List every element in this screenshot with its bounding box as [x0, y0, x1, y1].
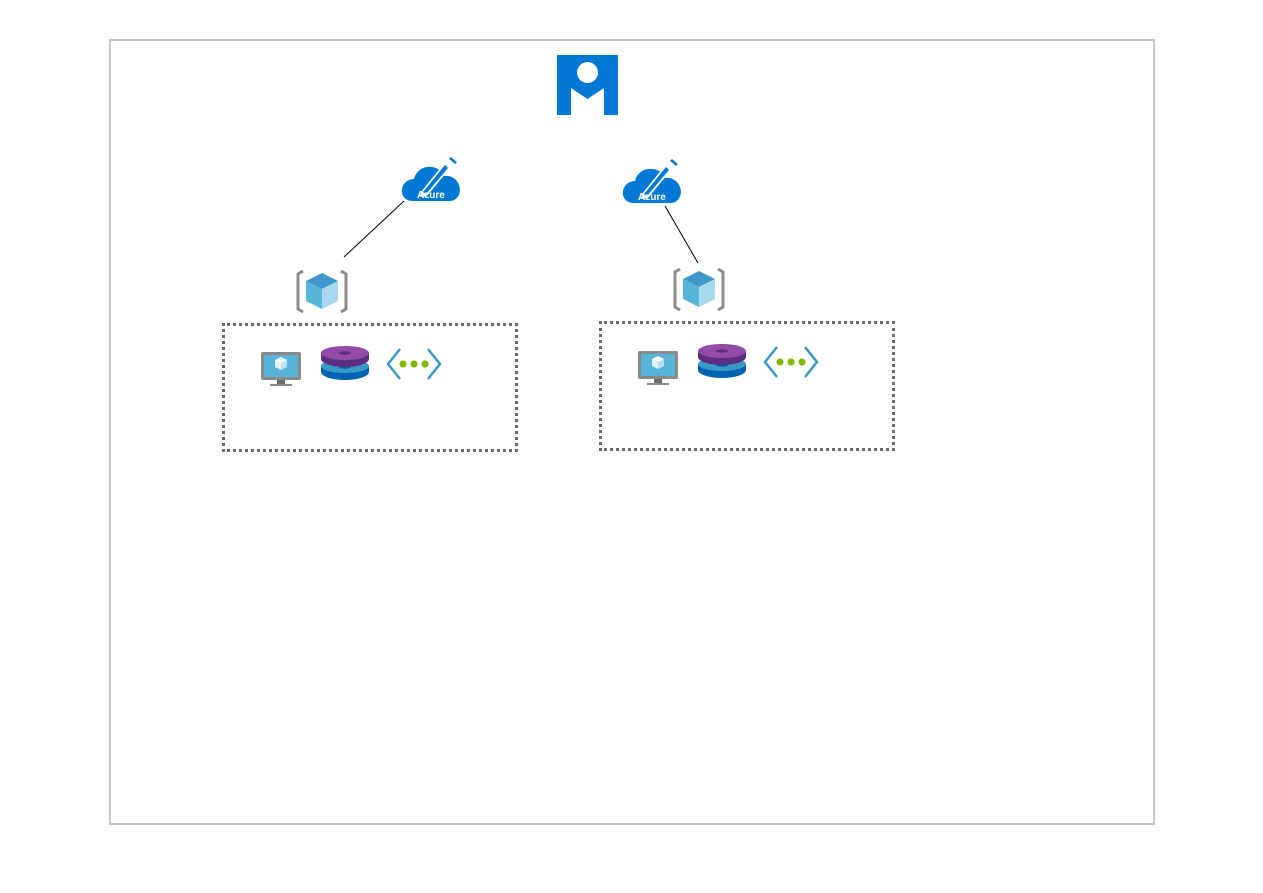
virtual-machine-icon [261, 350, 302, 387]
virtual-network-icon [386, 347, 442, 381]
virtual-network-icon [763, 345, 819, 379]
azure-label: Azure [417, 190, 445, 201]
resource-group-box [222, 323, 518, 452]
diagram-canvas [109, 39, 1155, 825]
azure-label: Azure [638, 192, 666, 203]
azure-subscription-icon: Azure [399, 152, 465, 204]
azure-subscription-icon: Azure [620, 154, 686, 206]
managed-disk-icon [697, 344, 747, 380]
virtual-machine-icon [638, 349, 679, 386]
managed-disk-icon [320, 346, 370, 382]
resource-group-icon [295, 268, 349, 315]
connector-line-right [664, 205, 699, 264]
management-group-icon [557, 55, 618, 115]
resource-group-icon [672, 266, 726, 313]
resource-group-box [599, 321, 895, 451]
connector-line-left [343, 200, 405, 258]
